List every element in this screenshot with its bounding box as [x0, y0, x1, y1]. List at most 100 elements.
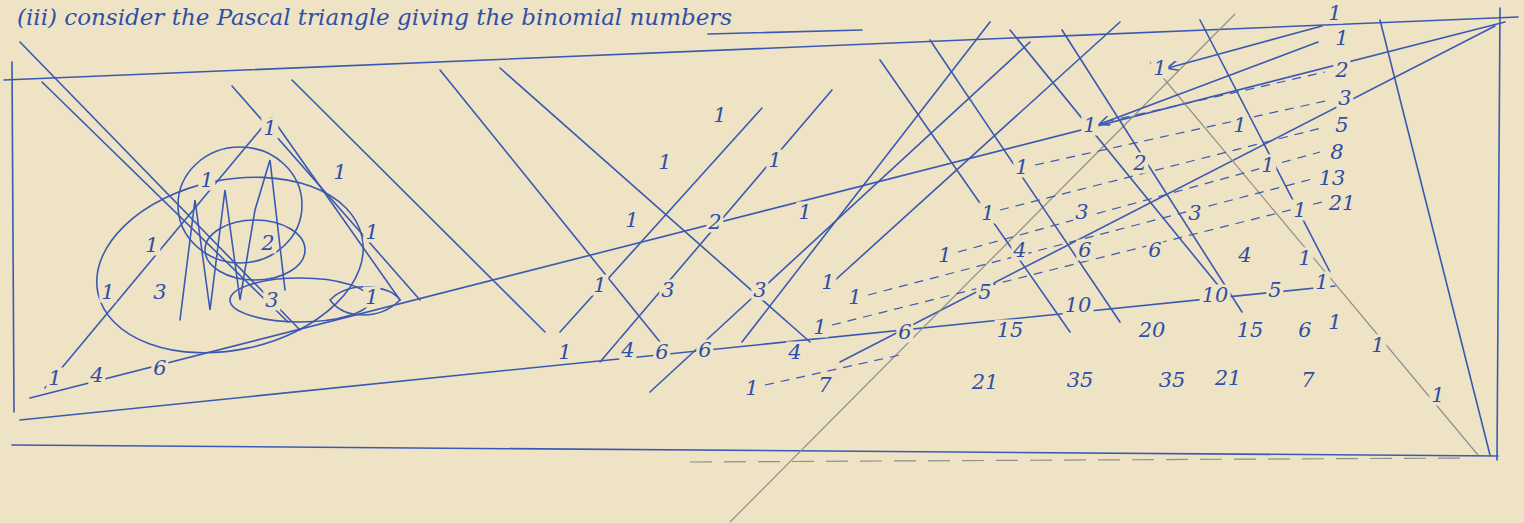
fibonacci-sum: 1 — [1326, 3, 1343, 24]
diagonal-line — [1200, 20, 1330, 272]
binomial-number: 2 — [259, 233, 276, 254]
sum-dash — [868, 178, 1316, 295]
scribble — [330, 287, 400, 315]
binomial-number: 6 — [1146, 240, 1163, 261]
binomial-number: 1 — [1231, 115, 1248, 136]
binomial-number: 1 — [1151, 58, 1168, 79]
binomial-number: 1 — [743, 378, 760, 399]
binomial-number: 1 — [766, 150, 783, 171]
binomial-number: 3 — [263, 290, 280, 311]
binomial-number: 10 — [1063, 295, 1094, 316]
diagonal-line — [440, 70, 660, 342]
pencil-line — [1150, 62, 1478, 455]
fibonacci-sum: 13 — [1317, 168, 1348, 189]
binomial-number: 1 — [46, 368, 63, 389]
binomial-number: 6 — [896, 322, 913, 343]
binomial-number: 5 — [976, 282, 993, 303]
binomial-number: 4 — [619, 340, 636, 361]
fibonacci-sum: 5 — [1333, 115, 1350, 136]
sum-dash — [1035, 100, 1330, 165]
binomial-number: 7 — [1299, 370, 1316, 391]
binomial-number: 35 — [1065, 370, 1096, 391]
binomial-number: 21 — [1213, 368, 1244, 389]
diagonal-line — [232, 86, 420, 300]
binomial-number: 1 — [143, 235, 160, 256]
binomial-number: 10 — [1200, 285, 1231, 306]
diagonal-line — [880, 60, 1070, 332]
binomial-number: 1 — [656, 152, 673, 173]
heading: (iii) consider the Pascal triangle givin… — [14, 4, 735, 30]
binomial-number: 1 — [1429, 385, 1446, 406]
pencil-line — [690, 458, 1470, 462]
diagonal-line — [1062, 30, 1242, 312]
binomial-number: 4 — [786, 342, 803, 363]
binomial-number: 1 — [846, 287, 863, 308]
binomial-number: 4 — [88, 365, 105, 386]
sum-dash — [832, 202, 1322, 325]
diagonal-line — [500, 68, 810, 342]
binomial-number: 1 — [819, 272, 836, 293]
diagonal-line — [42, 82, 288, 322]
fibonacci-sum: 2 — [1333, 60, 1350, 81]
diagonal-line — [650, 42, 1030, 392]
binomial-number: 2 — [1131, 153, 1148, 174]
binomial-number: 1 — [99, 282, 116, 303]
sum-dash — [1000, 127, 1325, 210]
binomial-number: 1 — [796, 202, 813, 223]
pencil-line — [730, 14, 1235, 522]
diagonal-line — [822, 22, 1120, 292]
binomial-number: 1 — [591, 275, 608, 296]
binomial-number: 2 — [706, 212, 723, 233]
binomial-number: 20 — [1137, 320, 1168, 341]
binomial-number: 1 — [1313, 272, 1330, 293]
binomial-number: 4 — [1236, 245, 1253, 266]
binomial-number: 35 — [1157, 370, 1188, 391]
binomial-number: 1 — [1259, 155, 1276, 176]
binomial-number: 4 — [1011, 240, 1028, 261]
binomial-number: 1 — [331, 162, 348, 183]
sum-dash — [958, 152, 1320, 252]
binomial-number: 1 — [261, 118, 278, 139]
binomial-number: 1 — [1081, 115, 1098, 136]
fibonacci-sum: 21 — [1327, 193, 1358, 214]
fibonacci-sum: 8 — [1328, 142, 1345, 163]
triangle-line — [840, 26, 1495, 362]
binomial-number: 1 — [936, 245, 953, 266]
binomial-number: 6 — [1296, 320, 1313, 341]
binomial-number: 6 — [151, 358, 168, 379]
arrow — [1100, 42, 1318, 124]
binomial-number: 1 — [979, 203, 996, 224]
binomial-number: 15 — [995, 320, 1026, 341]
binomial-number: 6 — [696, 340, 713, 361]
binomial-number: 1 — [811, 317, 828, 338]
arrow — [1168, 26, 1322, 68]
fibonacci-sum: 1 — [1333, 28, 1350, 49]
diagonal-line — [600, 90, 832, 362]
binomial-number: 6 — [1076, 240, 1093, 261]
binomial-number: 21 — [970, 372, 1001, 393]
triangle-line — [272, 118, 400, 300]
triangle-line — [45, 118, 270, 388]
diagonal-line — [292, 80, 545, 332]
binomial-number: 1 — [1291, 200, 1308, 221]
binomial-number: 1 — [1296, 248, 1313, 269]
binomial-number: 1 — [363, 287, 380, 308]
diagonal-line — [20, 42, 300, 330]
binomial-number: 3 — [659, 280, 676, 301]
scribble — [230, 278, 370, 322]
binomial-number: 1 — [363, 222, 380, 243]
binomial-number: 1 — [1326, 312, 1343, 333]
triangle-line — [1380, 20, 1490, 455]
binomial-number: 15 — [1235, 320, 1266, 341]
binomial-number: 1 — [1369, 335, 1386, 356]
binomial-number: 3 — [1073, 202, 1090, 223]
diagonal-line — [742, 22, 990, 342]
frame-line — [1497, 8, 1500, 460]
diagonal-line — [930, 40, 1120, 322]
binomial-number: 7 — [816, 375, 833, 396]
binomial-number: 6 — [653, 342, 670, 363]
binomial-number: 1 — [623, 210, 640, 231]
triangle-line — [30, 22, 1505, 398]
binomial-number: 1 — [711, 105, 728, 126]
